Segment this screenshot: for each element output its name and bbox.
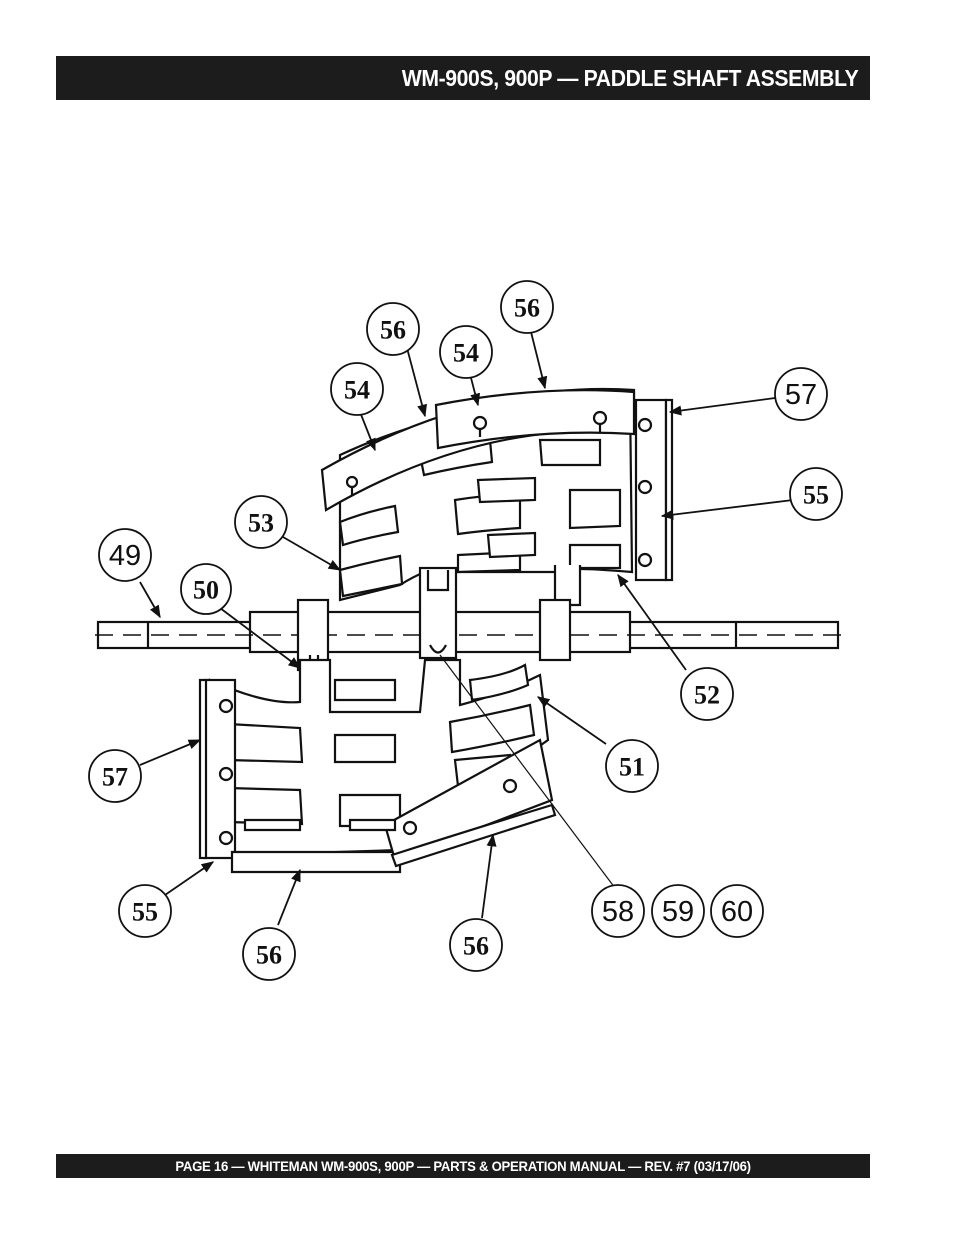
callout-56d-label: 56 — [463, 932, 489, 961]
callout-53-label: 53 — [248, 509, 274, 538]
callout-56c-label: 56 — [256, 941, 282, 970]
callout-56d — [449, 918, 503, 972]
callout-56a-label: 56 — [380, 316, 406, 345]
callout-52-label: 52 — [694, 681, 720, 710]
callout-55b — [118, 884, 172, 938]
callout-56b-label: 56 — [514, 294, 540, 323]
callout-54b — [439, 325, 493, 379]
upper-paddle-blade — [320, 387, 674, 607]
callout-49-label: 49 — [109, 540, 141, 572]
callout-49 — [98, 528, 152, 582]
callout-54b-label: 54 — [453, 339, 479, 368]
callouts — [88, 280, 843, 981]
callout-60-label: 60 — [721, 896, 753, 928]
page-title: WM-900S, 900P — PADDLE SHAFT ASSEMBLY — [401, 64, 858, 91]
callout-57b — [88, 749, 142, 803]
callout-58-label: 58 — [602, 896, 634, 928]
callout-57a — [774, 367, 828, 421]
callout-50 — [180, 563, 232, 615]
callout-51-label: 51 — [619, 753, 645, 782]
callout-56c — [242, 927, 296, 981]
callout-54a-label: 54 — [344, 376, 370, 405]
paddle-shaft — [95, 566, 845, 677]
footer-text: PAGE 16 — WHITEMAN WM-900S, 900P — PARTS… — [175, 1158, 751, 1174]
callout-60 — [710, 884, 764, 938]
callout-55b-label: 55 — [132, 898, 158, 927]
page-footer: PAGE 16 — WHITEMAN WM-900S, 900P — PARTS… — [56, 1154, 870, 1178]
callout-55a — [789, 467, 843, 521]
callout-53 — [234, 495, 288, 549]
callout-51 — [605, 739, 659, 793]
callout-57b-label: 57 — [102, 763, 128, 792]
callout-54a — [330, 362, 384, 416]
callout-57a-label: 57 — [785, 379, 817, 411]
leader-lines — [139, 331, 794, 926]
callout-50-label: 50 — [193, 576, 219, 605]
lower-paddle-blade — [198, 658, 557, 874]
callout-56a — [366, 302, 420, 356]
callout-58 — [591, 884, 645, 938]
callout-52 — [680, 667, 734, 721]
callout-56b — [500, 280, 554, 334]
callout-59 — [651, 884, 705, 938]
callout-55a-label: 55 — [803, 481, 829, 510]
page-header: WM-900S, 900P — PADDLE SHAFT ASSEMBLY — [56, 56, 870, 100]
callout-59-label: 59 — [662, 896, 694, 928]
